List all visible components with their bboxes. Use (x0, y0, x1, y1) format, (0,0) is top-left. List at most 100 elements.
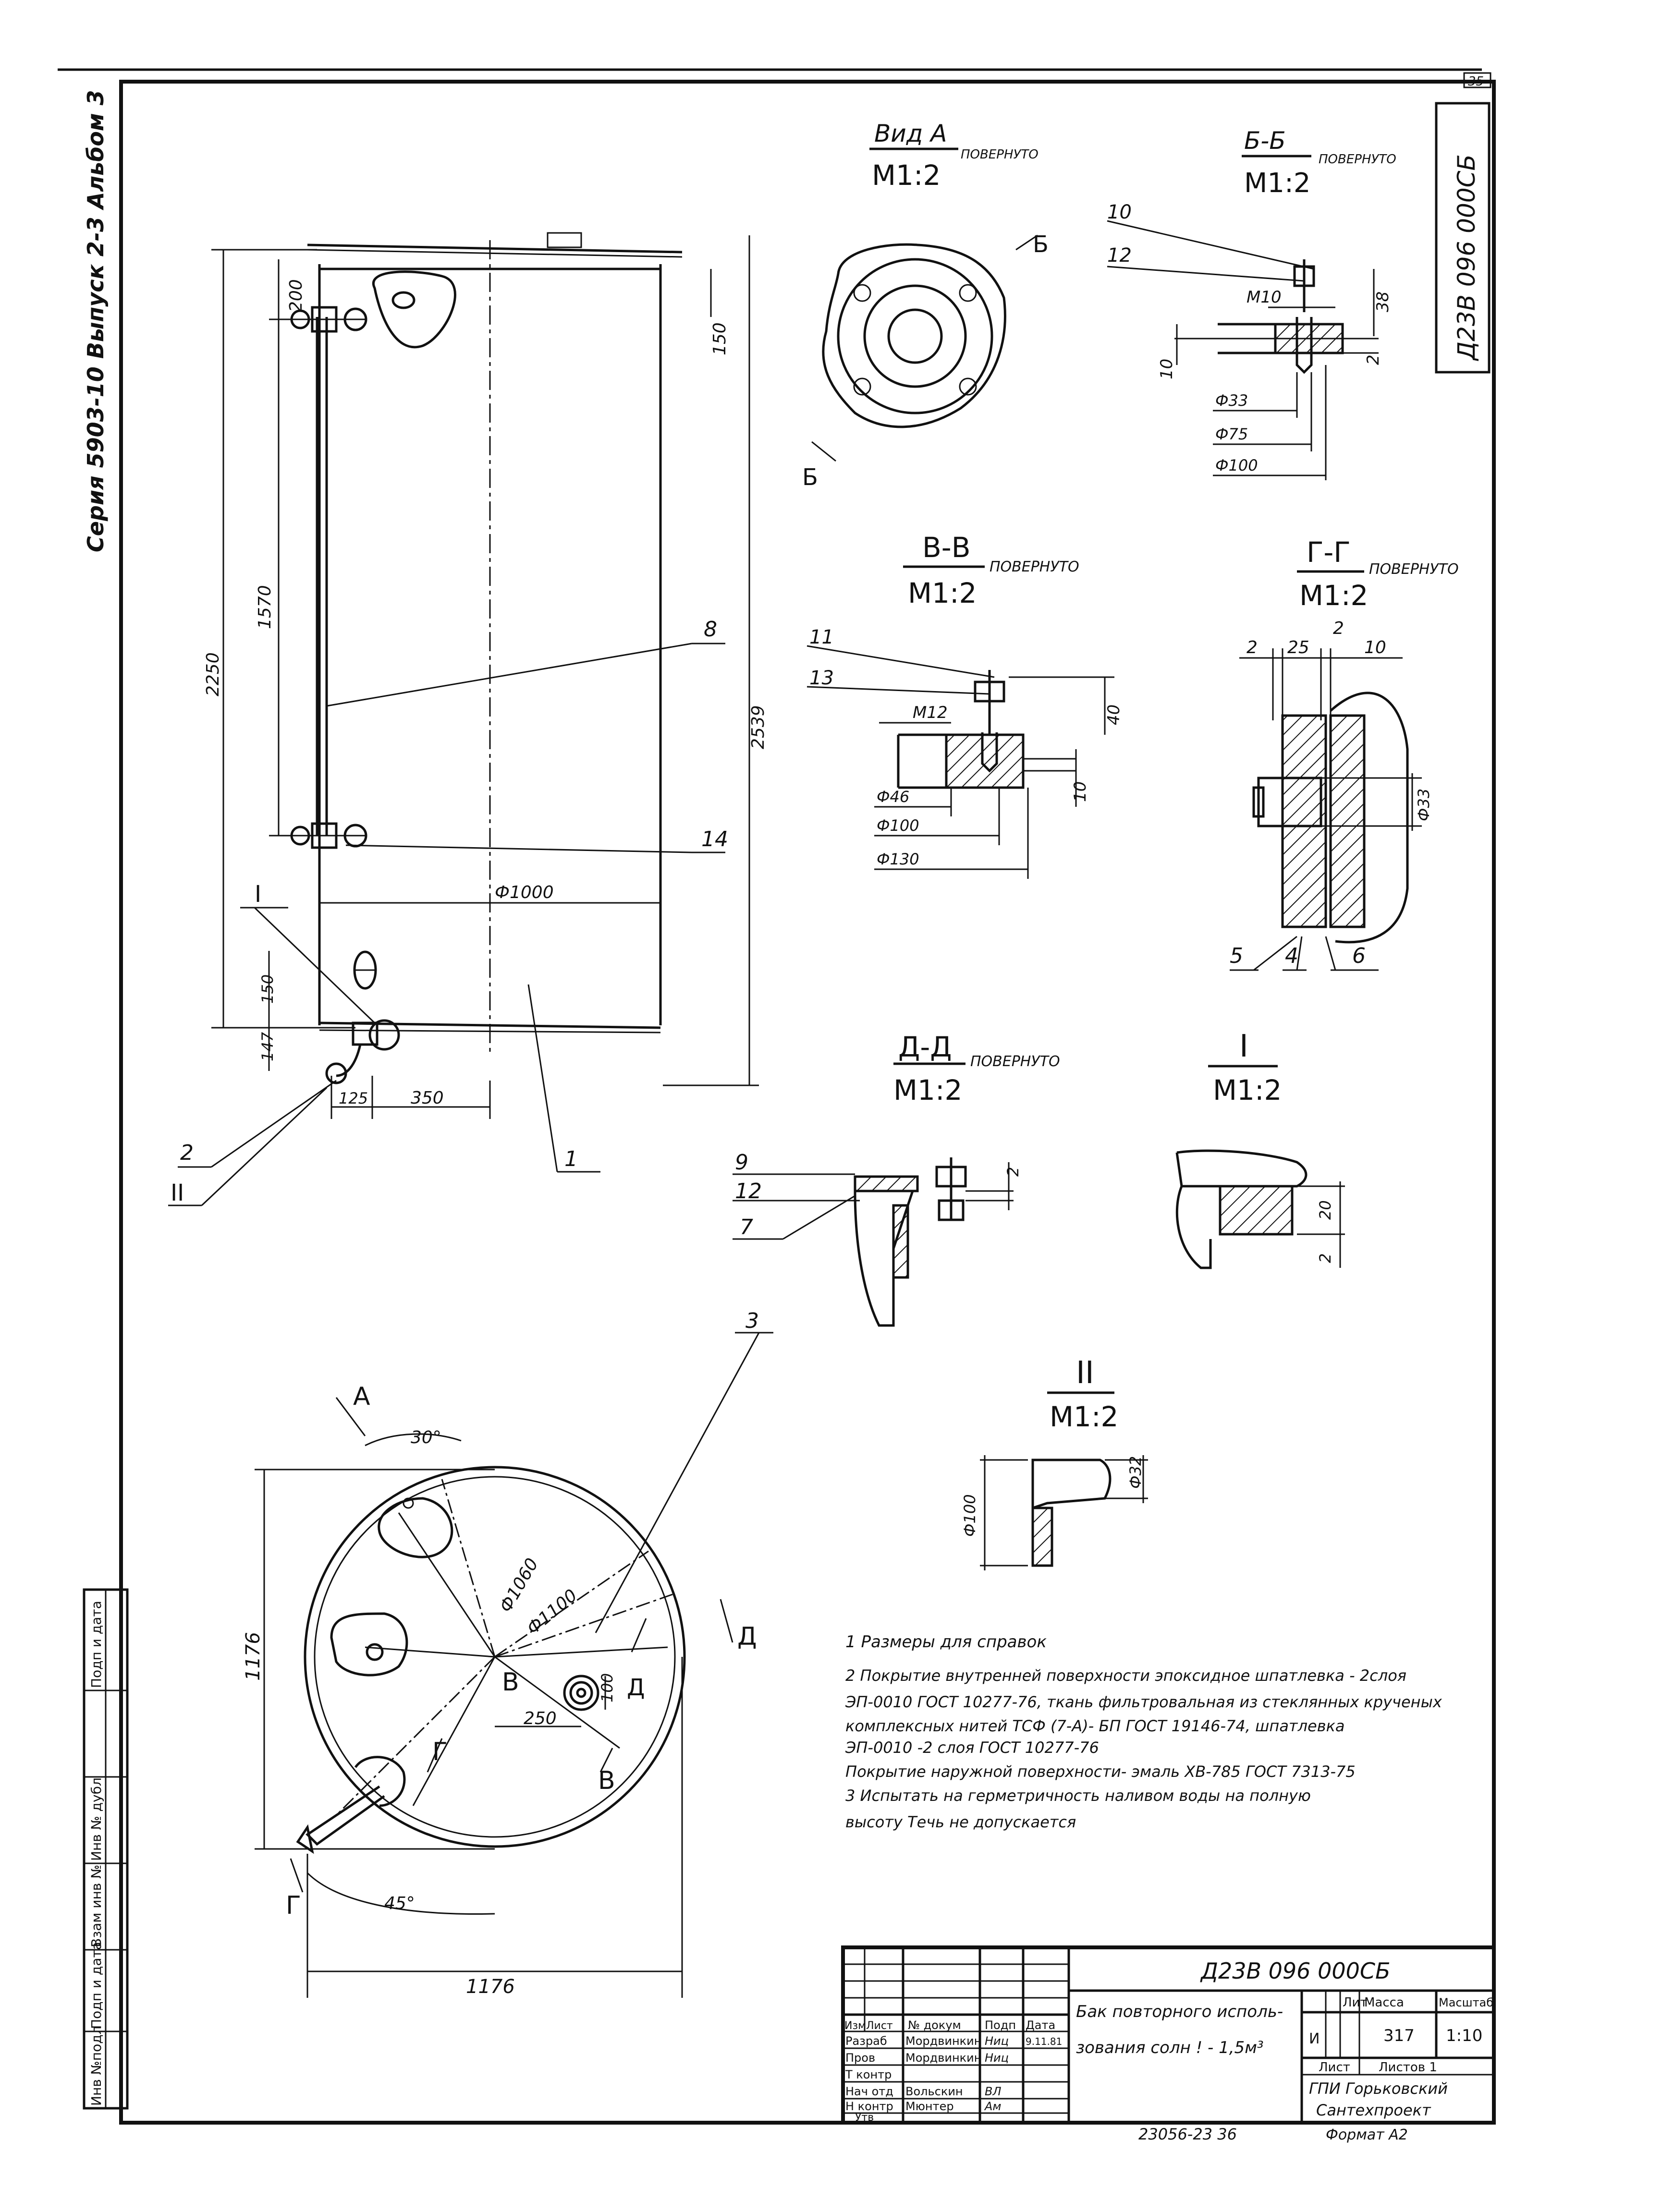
plan-label-v2: В (598, 1766, 615, 1795)
sec-vv-title: В-В (922, 531, 971, 564)
sec-gg-label-5: 5 (1230, 944, 1243, 968)
plan-label-d1: Д (737, 1622, 757, 1651)
strip-label-5: Подп и дата (88, 1601, 104, 1688)
view-a-title: Вид А (874, 120, 947, 147)
sec-gg-label-4: 4 (1285, 944, 1298, 968)
plan-dim-250: 250 (524, 1709, 557, 1728)
sec-dd-dim-2: 2 (1004, 1167, 1022, 1177)
tb-header-sign: Подп (985, 2018, 1016, 2032)
strip-label-2: Подп и дата (88, 1942, 104, 2029)
dim-150-top: 150 (710, 322, 730, 355)
tb-name-1: Мордвинкин (905, 2034, 981, 2048)
sec-vv-scale: М1:2 (908, 577, 977, 609)
sec-vv-f130: Ф130 (877, 850, 919, 868)
detail-1-drawing (1175, 1149, 1345, 1269)
dim-2250: 2250 (203, 652, 223, 696)
tb-mass-value: 317 (1383, 2026, 1415, 2045)
title-name-2: зования солн ! - 1,5м³ (1076, 2038, 1263, 2057)
sec-vv-dim-10: 10 (1071, 781, 1090, 802)
plan-angle-45: 45° (384, 1894, 415, 1913)
note-line-1: 1 Размеры для справок (845, 1632, 1047, 1652)
detail-2-scale: М1:2 (1050, 1400, 1118, 1433)
sec-bb-dim-10: 10 (1157, 359, 1176, 379)
view-a-flange (811, 234, 1038, 462)
sec-bb-f33: Ф33 (1215, 391, 1248, 410)
sec-bb-m10: М10 (1246, 288, 1282, 307)
sec-dd-drawing (733, 1157, 1014, 1327)
label-1: 1 (564, 1147, 578, 1171)
strip-label-4: Инв № дубл (88, 1777, 104, 1861)
plan-label-v1: В (502, 1668, 519, 1697)
sec-dd-label-7: 7 (740, 1215, 753, 1240)
left-stamp-strip (83, 1588, 129, 2110)
tb-header-izm: Изм (844, 2020, 866, 2032)
plan-arrow-a: А (353, 1382, 370, 1411)
sec-bb-note: ПОВЕРНУТО (1319, 152, 1396, 167)
sec-bb-title: Б-Б (1244, 127, 1286, 155)
sec-vv-label-13: 13 (809, 667, 834, 689)
detail-2-f32: Ф32 (1126, 1456, 1145, 1489)
tb-lit-label: Лит (1343, 1995, 1368, 2010)
detail-1-title: I (1239, 1029, 1248, 1064)
sec-bb-drawing (1107, 220, 1379, 480)
elevation-dimensions (211, 235, 759, 1119)
tb-role-3: Т контр (845, 2068, 892, 2081)
plan-label-g1: Г (432, 1738, 448, 1766)
plan-dim-1176-v: 1176 (242, 1632, 264, 1681)
tb-mass-label: Масса (1364, 1995, 1404, 2010)
label-2: 2 (180, 1141, 194, 1165)
tb-lit-value: И (1309, 2030, 1320, 2047)
tb-org-1: ГПИ Горьковский (1309, 2079, 1448, 2098)
note-line-8: высоту Течь не допускается (845, 1813, 1076, 1831)
sec-dd-label-9: 9 (735, 1150, 748, 1175)
title-code: Д23В 096 000СБ (1200, 1958, 1391, 1984)
label-14: 14 (701, 827, 728, 851)
tb-header-doc: № докум (908, 2018, 961, 2032)
note-line-5: ЭП-0010 -2 слоя ГОСТ 10277-76 (845, 1738, 1099, 1757)
view-a-arrow-label2: Б (802, 464, 818, 491)
sec-vv-f46: Ф46 (877, 788, 909, 806)
plan-dim-100: 100 (598, 1673, 616, 1702)
sec-bb-f75: Ф75 (1215, 425, 1248, 443)
tb-sheets-label: Листов 1 (1379, 2060, 1437, 2075)
tb-sign-5: Ам (984, 2100, 1002, 2113)
plan-label-g2: Г (286, 1891, 301, 1920)
label-I: I (255, 881, 261, 908)
tb-org-2: Сантехпроект (1316, 2101, 1431, 2119)
sec-vv-note: ПОВЕРНУТО (990, 559, 1079, 575)
dim-350: 350 (411, 1088, 444, 1108)
dim-200: 200 (286, 279, 306, 312)
tb-sheet-label: Лист (1319, 2060, 1350, 2075)
sec-gg-drawing (1230, 648, 1422, 971)
view-a-arrow-label: Б (1033, 231, 1049, 258)
series-note: Серия 5903-10 Выпуск 2-3 Альбом 3 (83, 90, 109, 552)
sec-gg-dim-2a: 2 (1246, 638, 1258, 657)
footer-number: 23056-23 36 (1138, 2125, 1237, 2143)
dim-f1000: Ф1000 (495, 883, 554, 902)
tank-plan-view (255, 1397, 686, 1998)
sec-vv-drawing (807, 645, 1114, 879)
tb-sign-4: ВЛ (985, 2085, 1002, 2098)
view-a-scale: М1:2 (872, 159, 941, 192)
title-name-1: Бак повторного исполь- (1076, 2002, 1283, 2021)
sec-gg-label-6: 6 (1352, 944, 1366, 968)
detail-2-f100: Ф100 (961, 1494, 979, 1537)
tb-role-2: Пров (845, 2051, 875, 2065)
tb-scale-value: 1:10 (1446, 2026, 1482, 2045)
detail-2-drawing (980, 1455, 1148, 1570)
dim-150-bot: 150 (258, 974, 277, 1004)
sec-gg-note: ПОВЕРНУТО (1369, 561, 1459, 578)
sec-vv-f100: Ф100 (877, 816, 919, 835)
sec-gg-scale: М1:2 (1299, 579, 1368, 612)
detail-1-dim-2: 2 (1316, 1253, 1334, 1263)
plan-f1100: Ф1100 (523, 1586, 581, 1639)
tb-role-1: Разраб (845, 2034, 887, 2048)
tb-date-1: 9.11.81 (1026, 2036, 1062, 2047)
sec-bb-label-10: 10 (1107, 201, 1132, 223)
sheet-frame (58, 68, 1496, 2125)
note-line-6: Покрытие наружной поверхности- эмаль ХВ-… (845, 1762, 1356, 1781)
sec-bb-dim-38: 38 (1373, 292, 1393, 312)
sec-dd-title: Д-Д (898, 1031, 952, 1063)
leader-lines (168, 643, 725, 1206)
sec-vv-m12: М12 (913, 703, 948, 722)
